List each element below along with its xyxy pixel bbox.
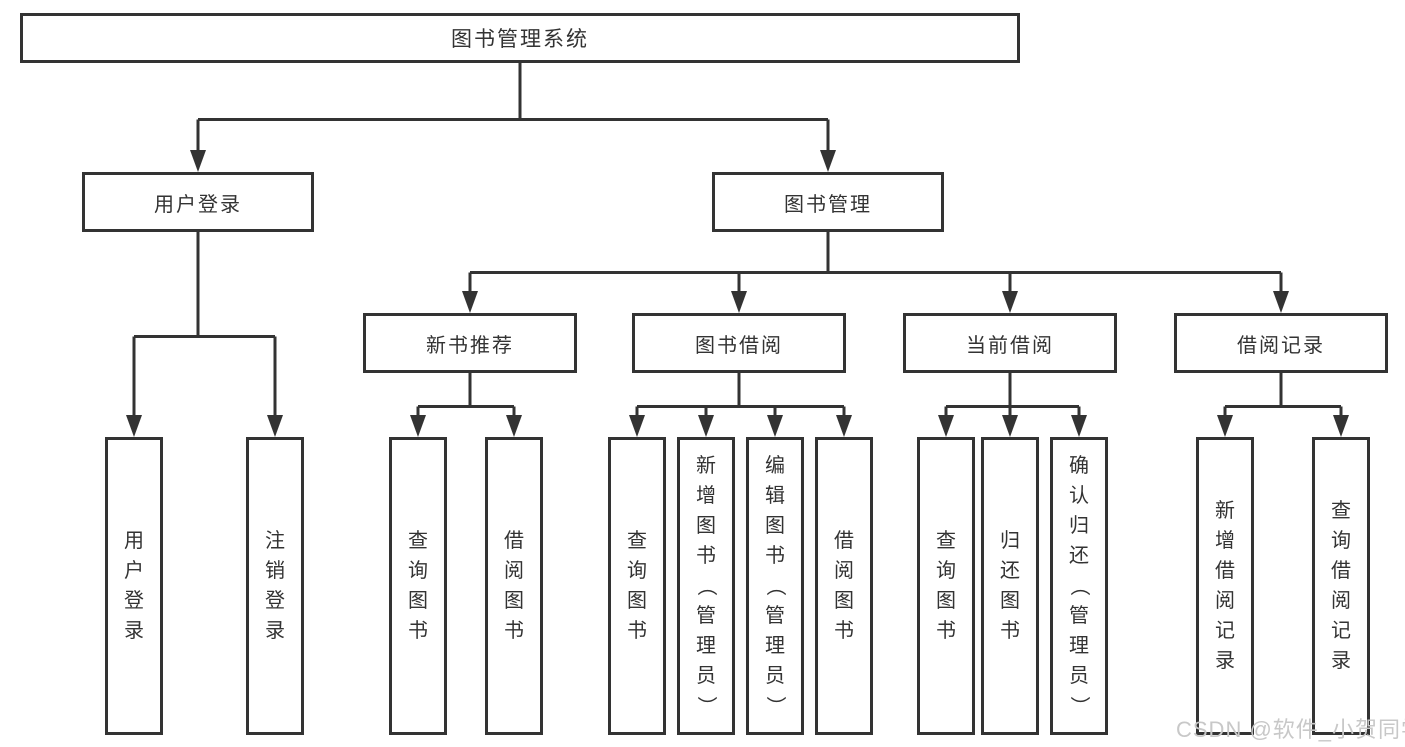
node-new-book-recommend: 新书推荐: [363, 313, 577, 373]
node-user-login: 用户登录: [82, 172, 314, 232]
arrow-down-icon: [1071, 415, 1087, 437]
node-current-borrow: 当前借阅: [903, 313, 1117, 373]
arrow-down-icon: [820, 150, 836, 172]
connector-root-to-level1: [190, 63, 836, 172]
arrow-down-icon: [410, 415, 426, 437]
connector-new-book-to-leaves: [410, 373, 522, 437]
arrow-down-icon: [1002, 415, 1018, 437]
csdn-watermark: CSDN @软件_小贺同学: [1176, 717, 1405, 742]
leaf-add-book-admin: 新增图书（管理员）: [677, 437, 735, 735]
arrow-down-icon: [126, 415, 142, 437]
arrow-down-icon: [731, 291, 747, 313]
leaf-confirm-return-admin: 确认归还（管理员）: [1050, 437, 1108, 735]
arrow-down-icon: [1217, 415, 1233, 437]
connector-book-borrow-to-leaves: [629, 373, 852, 437]
leaf-return-book: 归还图书: [981, 437, 1039, 735]
leaf-borrow-book-2: 借阅图书: [815, 437, 873, 735]
connector-user-login-to-leaves: [126, 232, 283, 437]
node-root-library-system: 图书管理系统: [20, 13, 1020, 63]
arrow-down-icon: [938, 415, 954, 437]
arrow-down-icon: [267, 415, 283, 437]
leaf-user-login: 用户登录: [105, 437, 163, 735]
connector-current-borrow-to-leaves: [938, 373, 1087, 437]
node-book-management: 图书管理: [712, 172, 944, 232]
arrow-down-icon: [462, 291, 478, 313]
connector-book-management-to-level2: [462, 232, 1289, 313]
arrow-down-icon: [767, 415, 783, 437]
arrow-down-icon: [1333, 415, 1349, 437]
arrow-down-icon: [190, 150, 206, 172]
arrow-down-icon: [698, 415, 714, 437]
leaf-logout: 注销登录: [246, 437, 304, 735]
leaf-query-book-3: 查询图书: [917, 437, 975, 735]
node-borrow-record: 借阅记录: [1174, 313, 1388, 373]
leaf-borrow-book-1: 借阅图书: [485, 437, 543, 735]
leaf-add-borrow-record: 新增借阅记录: [1196, 437, 1254, 735]
leaf-edit-book-admin: 编辑图书（管理员）: [746, 437, 804, 735]
arrow-down-icon: [836, 415, 852, 437]
connector-borrow-record-to-leaves: [1217, 373, 1349, 437]
arrow-down-icon: [506, 415, 522, 437]
leaf-query-book-1: 查询图书: [389, 437, 447, 735]
arrow-down-icon: [629, 415, 645, 437]
leaf-query-book-2: 查询图书: [608, 437, 666, 735]
arrow-down-icon: [1273, 291, 1289, 313]
leaf-query-borrow-record: 查询借阅记录: [1312, 437, 1370, 735]
arrow-down-icon: [1002, 291, 1018, 313]
node-book-borrow: 图书借阅: [632, 313, 846, 373]
